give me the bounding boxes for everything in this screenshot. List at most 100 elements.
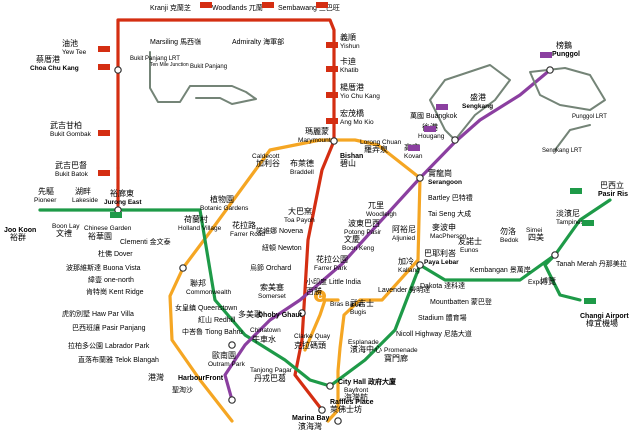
station-marsiling[interactable]: Marsiling 馬西嶺 xyxy=(150,38,201,46)
station-boon-lay-cn[interactable]: 文禮 xyxy=(56,228,72,238)
station-kranji[interactable]: Kranji 克蘭芝 xyxy=(150,3,191,12)
station-labrador[interactable]: 拉柏多公園 Labrador Park xyxy=(68,341,150,350)
station-bishan-cn[interactable]: 碧山 xyxy=(340,158,356,168)
station-promenade-cn[interactable]: 寶門廊 xyxy=(384,353,408,363)
interchange-serangoon[interactable] xyxy=(416,174,424,182)
station-dhoby-cn[interactable]: 多美歌 xyxy=(238,309,262,319)
station-pioneer-en[interactable]: Pioneer xyxy=(34,197,57,204)
station-tiong-bahru[interactable]: 中峇魯 Tiong Bahru xyxy=(182,327,243,336)
station-yishun-en[interactable]: Yishun xyxy=(340,43,360,50)
station-lakeside-en[interactable]: Lakeside xyxy=(72,197,98,204)
station-caldecott-en[interactable]: Caldecott xyxy=(252,153,280,160)
station-chinese-garden-en[interactable]: Chinese Garden xyxy=(84,225,132,232)
station-expo-cn[interactable]: 博覽 xyxy=(540,276,556,286)
station-serangoon-en[interactable]: Serangoon xyxy=(428,179,462,186)
station-potong-pasir-en[interactable]: Potong Pasir xyxy=(344,229,382,236)
station-sengkang-en[interactable]: Sengkang xyxy=(462,103,493,110)
station-somerset-en[interactable]: Somerset xyxy=(258,293,286,300)
station-pasir-panjang[interactable]: 巴西班讓 Pasir Panjang xyxy=(72,323,146,332)
station-holland-cn[interactable]: 荷蘭村 xyxy=(184,214,208,224)
station-amk-en[interactable]: Ang Mo Kio xyxy=(340,119,374,126)
station-farrer-cn[interactable]: 花拉路 xyxy=(232,220,256,230)
station-esplanade-en[interactable]: Esplanade xyxy=(348,339,379,346)
station-lorong-chuan-cn[interactable]: 羅弄泉 xyxy=(364,144,388,154)
station-tampines-cn[interactable]: 淡濱尼 xyxy=(556,208,580,218)
interchange-raffles[interactable] xyxy=(318,406,326,414)
interchange-paya-lebar[interactable] xyxy=(416,261,424,269)
station-simei-cn[interactable]: 四美 xyxy=(528,232,544,242)
interchange-outram[interactable] xyxy=(228,341,236,349)
station-woodleigh-cn[interactable]: 兀里 xyxy=(368,201,384,210)
station-queenstown[interactable]: 女皇鎮 Queenstown xyxy=(175,303,237,312)
station-yew-tee-en[interactable]: Yew Tee xyxy=(62,49,87,56)
station-orchard[interactable]: 烏節 Orchard xyxy=(250,263,291,272)
station-boon-lay-en[interactable]: Boon Lay xyxy=(52,223,80,230)
station-cck-cn[interactable]: 蔡厝港 xyxy=(36,54,60,64)
station-macpherson-cn[interactable]: 麥波申 xyxy=(432,222,456,232)
station-eunos-en[interactable]: Eunos xyxy=(460,247,479,254)
station-esplanade-cn[interactable]: 濱海中心 xyxy=(350,344,382,354)
station-joo-koon-en[interactable]: Joo Koon xyxy=(4,227,36,234)
station-raffles-cn[interactable]: 萊佛士坊 xyxy=(330,404,362,414)
station-raffles-en[interactable]: Raffles Place xyxy=(330,399,374,406)
station-telok-blangah[interactable]: 直落布蘭雅 Telok Blangah xyxy=(78,355,159,364)
station-boon-keng-en[interactable]: Boon Keng xyxy=(342,245,375,252)
station-tanah-merah[interactable]: Tanah Merah 丹那美拉 xyxy=(556,259,627,268)
station-botanic-en[interactable]: Botanic Gardens xyxy=(200,205,249,212)
station-harbourfront-en[interactable]: HarbourFront xyxy=(178,375,224,382)
station-khatib-en[interactable]: Khatib xyxy=(340,67,359,74)
interchange-marina-bay[interactable] xyxy=(334,417,342,425)
station-sembawang[interactable]: Sembawang 三巴旺 xyxy=(278,4,340,12)
station-newton[interactable]: 紐頓 Newton xyxy=(262,243,302,252)
station-mountbatten[interactable]: Mountbatten 蒙巴登 xyxy=(430,297,492,306)
station-bartley[interactable]: Bartley 巴特禮 xyxy=(428,193,473,202)
station-expo-en[interactable]: Expo xyxy=(528,279,543,286)
station-pasir-ris-en[interactable]: Pasir Ris xyxy=(598,191,628,198)
station-one-north[interactable]: 緯壹 one-north xyxy=(88,275,134,284)
station-haw-par[interactable]: 虎豹別墅 Haw Par Villa xyxy=(62,309,134,318)
station-stadium[interactable]: Stadium 體育場 xyxy=(418,313,467,322)
interchange-tanah-merah[interactable] xyxy=(551,251,559,259)
station-bukit-gombak-cn[interactable]: 武吉甘柏 xyxy=(50,120,82,130)
station-punggol-en[interactable]: Punggol xyxy=(552,51,580,58)
station-commonwealth-en[interactable]: Commonwealth xyxy=(186,289,232,296)
interchange-punggol[interactable] xyxy=(546,66,554,74)
station-toa-payoh-cn[interactable]: 大巴窯 xyxy=(288,206,312,216)
station-braddell-en[interactable]: Braddell xyxy=(290,169,314,176)
station-jurong-east-cn[interactable]: 裕廊東 xyxy=(110,188,134,198)
station-buona-vista[interactable]: 波那維斯達 Buona Vista xyxy=(66,263,141,272)
station-changi-en[interactable]: Changi Airport xyxy=(580,313,629,320)
station-kallang-en[interactable]: Kallang xyxy=(398,267,420,274)
station-bishan-en[interactable]: Bishan xyxy=(340,153,363,160)
station-yishun-cn[interactable]: 義順 xyxy=(340,32,356,42)
station-chinatown-cn[interactable]: 牛車水 xyxy=(252,334,276,344)
station-bukit-batok-en[interactable]: Bukit Batok xyxy=(55,171,89,178)
station-pasir-ris-cn[interactable]: 巴西立 xyxy=(600,180,624,190)
station-lakeside-cn[interactable]: 湖畔 xyxy=(75,186,91,196)
lrt-ten-mile[interactable]: Ten Mile Junction xyxy=(150,62,189,68)
station-kembangan[interactable]: Kembangan 景萬岸 xyxy=(470,265,531,274)
station-outram-cn[interactable]: 歐南園 xyxy=(212,350,236,360)
station-chinatown-en[interactable]: Chinatown xyxy=(250,327,281,334)
station-aljunied-en[interactable]: Aljunied xyxy=(392,235,416,242)
station-clementi[interactable]: Clementi 金文泰 xyxy=(120,237,171,246)
station-woodlands[interactable]: Woodlands 兀蘭 xyxy=(212,3,263,12)
station-amk-cn[interactable]: 宏茂橋 xyxy=(340,108,364,118)
station-farrer-park-cn[interactable]: 花拉公園 xyxy=(316,254,348,264)
station-redhill[interactable]: 紅山 Redhill xyxy=(198,315,236,324)
station-commonwealth-cn[interactable]: 聯邦 xyxy=(190,278,206,288)
station-nicoll[interactable]: Nicoll Highway 尼誥大道 xyxy=(396,329,472,338)
station-botanic-cn[interactable]: 植物園 xyxy=(210,194,234,204)
station-braddell-cn[interactable]: 布萊德 xyxy=(290,158,314,168)
station-little-india[interactable]: 小印度 Little India xyxy=(306,277,361,286)
station-farrer-park-en[interactable]: Farrer Park xyxy=(314,265,348,272)
interchange-city-hall[interactable] xyxy=(326,382,334,390)
station-bugis-en[interactable]: Bugis xyxy=(350,309,367,316)
station-hougang-en[interactable]: Hougang xyxy=(418,133,445,140)
station-khatib-cn[interactable]: 卡迪 xyxy=(340,56,356,66)
interchange-buona-vista[interactable] xyxy=(179,264,187,272)
station-tanjong-pagar-en[interactable]: Tanjong Pagar xyxy=(250,367,293,374)
station-yck-cn[interactable]: 楊厝港 xyxy=(340,82,364,92)
station-dover[interactable]: 杜佛 Dover xyxy=(98,249,133,258)
station-city-hall[interactable]: City Hall 政府大廈 xyxy=(338,377,397,386)
